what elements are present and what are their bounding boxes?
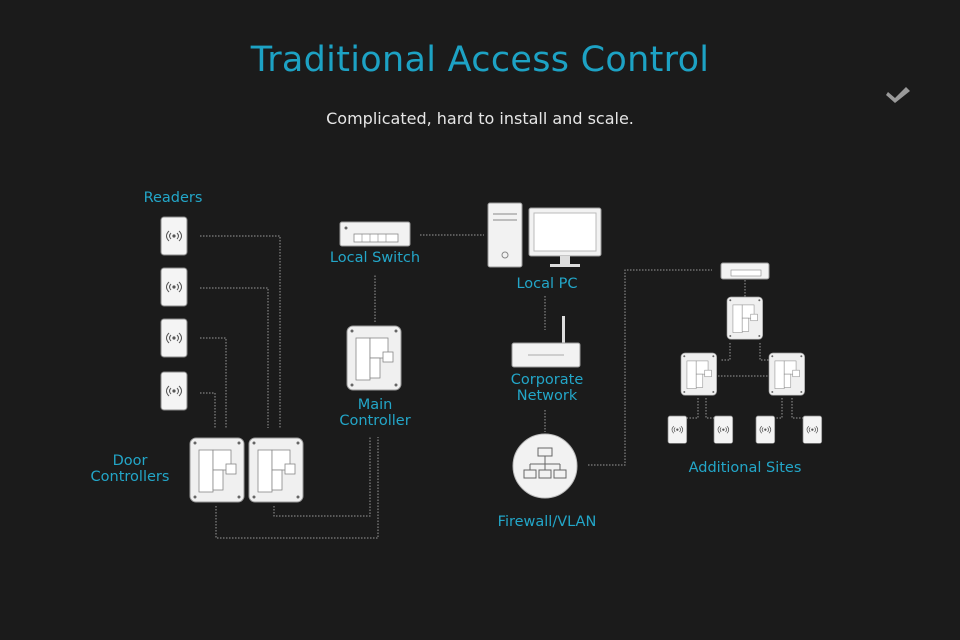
corporate-network-label: Corporate Network [510, 372, 584, 404]
firewall-to-sites-line [588, 269, 712, 466]
router-icon [511, 316, 581, 368]
reader-4 [160, 371, 188, 411]
site-main-line-left [720, 343, 731, 361]
door-controller-2 [248, 437, 304, 503]
chevron-logo-icon [886, 87, 910, 103]
reader-3 [160, 318, 188, 358]
additional-controller-right [768, 352, 805, 396]
additional-reader-3 [755, 415, 776, 444]
additional-reader-4 [802, 415, 823, 444]
readers-label: Readers [143, 190, 203, 206]
additional-reader-1 [667, 415, 688, 444]
reader3-line [200, 337, 227, 428]
additional-main-controller [726, 296, 763, 340]
door-controllers-label: Door Controllers [90, 453, 170, 485]
reader4-line [200, 392, 216, 428]
main-controller-label: Main Controller [339, 397, 411, 429]
reader-1 [160, 216, 188, 256]
local-pc-label: Local PC [516, 276, 578, 292]
site-right-readers [774, 398, 783, 419]
site-left-readers [684, 398, 699, 419]
reader-2 [160, 267, 188, 307]
local-pc-icon [487, 202, 602, 268]
firewall-label: Firewall/VLAN [497, 514, 597, 530]
local-switch-label: Local Switch [329, 250, 421, 266]
firewall-icon [512, 433, 578, 499]
site-left-readers-2 [705, 398, 716, 419]
door-to-main-line-2 [273, 437, 371, 517]
door-controller-1 [189, 437, 245, 503]
additional-controller-left [680, 352, 717, 396]
local-switch [339, 221, 411, 247]
site-right-readers-2 [791, 398, 806, 419]
main-controller [346, 325, 402, 391]
reader1-line [200, 235, 281, 428]
additional-sites-label: Additional Sites [688, 460, 802, 476]
additional-reader-2 [713, 415, 734, 444]
site-main-line-right [759, 343, 770, 361]
reader2-line [200, 287, 269, 428]
door-to-main-line [215, 437, 379, 539]
additional-site-switch [720, 262, 770, 280]
page-subtitle: Complicated, hard to install and scale. [326, 109, 634, 128]
page-title: Traditional Access Control [250, 40, 710, 80]
